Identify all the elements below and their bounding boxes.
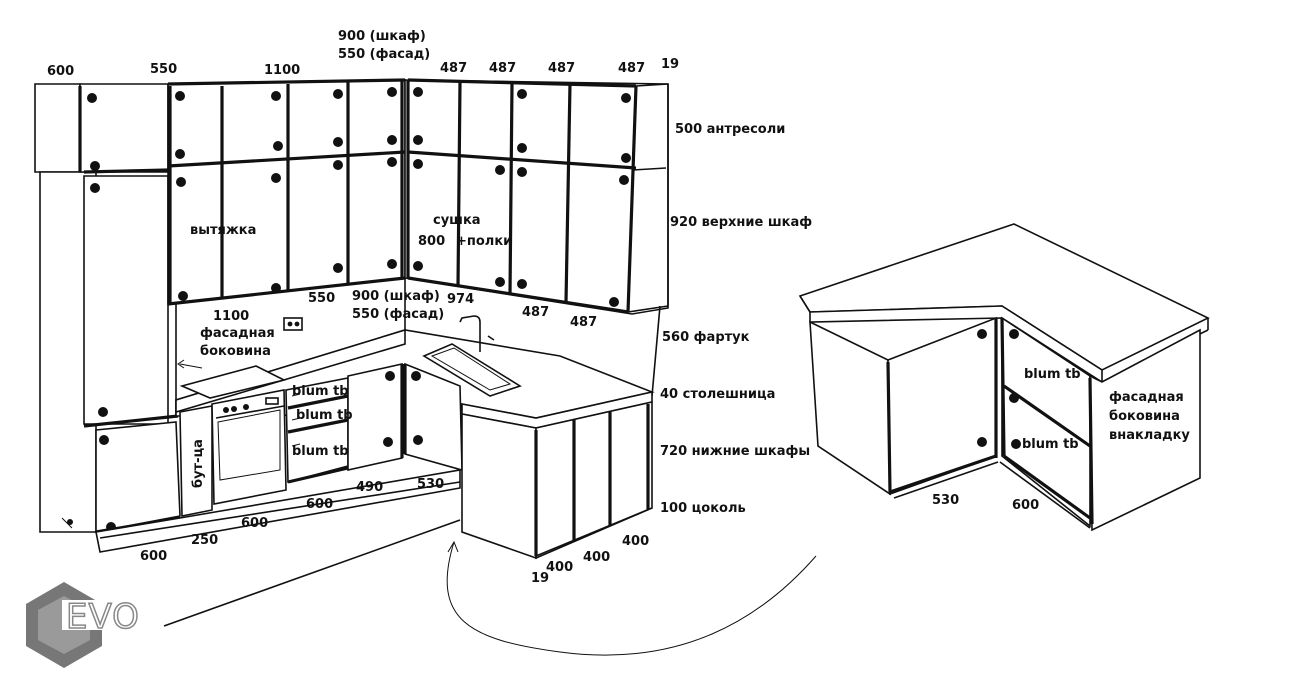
corner-drawer-label-2: blum tb <box>1022 437 1079 452</box>
backsplash <box>175 278 661 416</box>
upper-cabinets-left <box>167 78 406 306</box>
mid-dim-550: 550 <box>308 291 335 306</box>
top-dim-487d: 487 <box>618 61 645 76</box>
height-antresoli: 500 антресоли <box>675 122 785 137</box>
top-dim-fasad: 550 (фасад) <box>338 47 430 62</box>
side-panel-line2: боковина <box>200 344 271 359</box>
top-dim-1100: 1100 <box>264 63 300 78</box>
corner-drawer-label-1: blum tb <box>1024 367 1081 382</box>
bottom-dim-600b: 600 <box>241 516 268 531</box>
height-top: 40 столешница <box>660 387 775 402</box>
evo-logo: EVO <box>26 582 162 668</box>
label-drying: сушка <box>433 213 481 228</box>
side-panel-pointer <box>179 363 203 369</box>
drawer-label-1: blum tb <box>292 384 349 399</box>
corner-side-line3: внакладку <box>1109 428 1190 443</box>
label-800: 800 <box>418 234 445 249</box>
bottom-dim-250: 250 <box>191 533 218 548</box>
corner-side-line2: боковина <box>1109 409 1180 424</box>
corner-dim-600: 600 <box>1012 498 1039 513</box>
lower-cabinets <box>99 362 653 627</box>
top-dim-550: 550 <box>150 62 177 77</box>
label-shelves: +полки <box>456 234 512 249</box>
labels: 600 550 1100 900 (шкаф) 550 (фасад) 487 … <box>47 29 1190 586</box>
corner-detail <box>798 223 1210 532</box>
top-dim-487c: 487 <box>548 61 575 76</box>
drawer-label-3: blum tb <box>292 444 349 459</box>
upper-cabinets-right <box>404 78 669 315</box>
corner-dim-530: 530 <box>932 493 959 508</box>
mid-dim-487a: 487 <box>522 305 549 320</box>
bottom-dim-400b: 400 <box>583 550 610 565</box>
mid-dim-487b: 487 <box>570 315 597 330</box>
label-hood: вытяжка <box>190 223 256 238</box>
bottom-dim-400a: 400 <box>546 560 573 575</box>
top-dim-487a: 487 <box>440 61 467 76</box>
mid-dim-1100: 1100 <box>213 309 249 324</box>
bottom-dim-530: 530 <box>417 477 444 492</box>
connector-arrow <box>446 541 817 656</box>
height-lower: 720 нижние шкафы <box>660 444 810 459</box>
side-panel-line1: фасадная <box>200 326 275 341</box>
mid-dim-fasad: 550 (фасад) <box>352 307 444 322</box>
top-dim-600: 600 <box>47 64 74 79</box>
height-plinth: 100 цоколь <box>660 501 746 516</box>
mid-dim-974: 974 <box>447 292 474 307</box>
bottom-dim-400c: 400 <box>622 534 649 549</box>
top-dim-19: 19 <box>661 57 679 72</box>
logo-text: EVO <box>66 597 140 637</box>
bottom-dim-490: 490 <box>356 480 383 495</box>
mid-dim-shkaf: 900 (шкаф) <box>352 289 440 304</box>
top-dim-shkaf: 900 (шкаф) <box>338 29 426 44</box>
height-upper: 920 верхние шкаф <box>670 215 812 230</box>
bottom-dim-600c: 600 <box>306 497 333 512</box>
top-dim-487b: 487 <box>489 61 516 76</box>
bottom-dim-19: 19 <box>531 571 549 586</box>
drawer-label-2: blum tb <box>296 408 353 423</box>
bottom-dim-600a: 600 <box>140 549 167 564</box>
bottle-holder-label: бут-ца <box>191 439 206 488</box>
height-fartuk: 560 фартук <box>662 330 750 345</box>
corner-side-line1: фасадная <box>1109 390 1184 405</box>
